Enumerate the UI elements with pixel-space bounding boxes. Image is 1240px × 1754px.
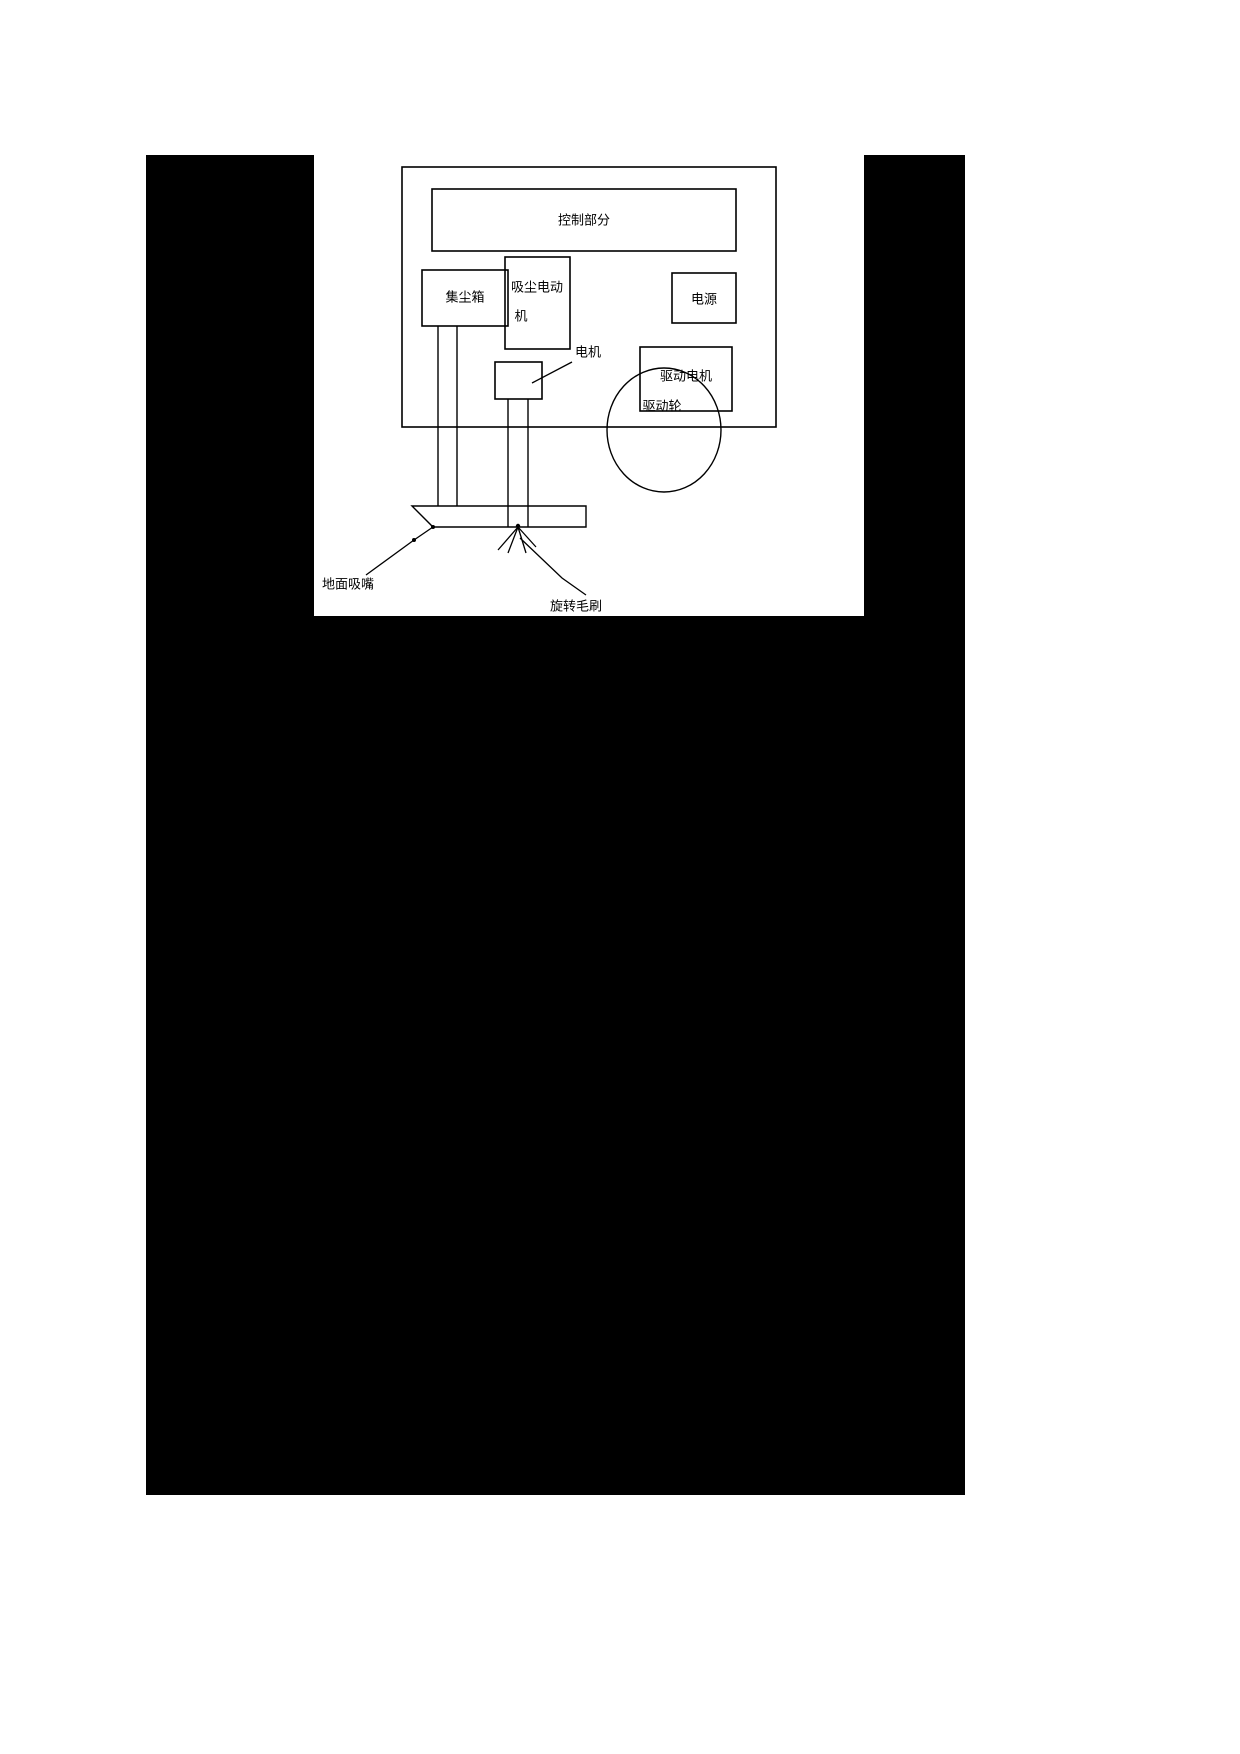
box-control-section-label: 控制部分 bbox=[558, 214, 610, 229]
box-small-motor bbox=[494, 361, 543, 400]
robot-vacuum-block-diagram: 控制部分 集尘箱 吸尘电动 机 电源 驱动电机 驱动轮 电机 bbox=[322, 166, 777, 615]
drive-wheel-label: 驱动轮 bbox=[642, 400, 681, 415]
box-vacuum-motor-label-line1: 吸尘电动 bbox=[511, 281, 563, 296]
drive-wheel-shape bbox=[606, 367, 722, 493]
box-vacuum-motor-label-line2: 机 bbox=[514, 310, 527, 325]
motor-callout-leader bbox=[531, 361, 573, 384]
box-power-supply-label: 电源 bbox=[691, 293, 717, 308]
box-dust-container-label: 集尘箱 bbox=[445, 290, 484, 306]
motor-callout-label: 电机 bbox=[575, 346, 601, 361]
rotating-brush-label: 旋转毛刷 bbox=[550, 600, 602, 615]
figure-panel: 控制部分 集尘箱 吸尘电动 机 电源 驱动电机 驱动轮 电机 bbox=[314, 155, 864, 616]
box-power-supply bbox=[671, 272, 737, 324]
box-vacuum-motor bbox=[504, 256, 571, 350]
floor-nozzle-shape bbox=[410, 505, 587, 528]
box-drive-motor bbox=[639, 346, 733, 412]
box-drive-motor-label: 驱动电机 bbox=[660, 370, 712, 385]
box-dust-container bbox=[421, 269, 509, 327]
floor-nozzle-leader bbox=[365, 526, 434, 576]
chassis-outline bbox=[401, 166, 777, 428]
box-control-section bbox=[431, 188, 737, 252]
rotating-brush-leader bbox=[519, 537, 587, 596]
floor-nozzle-label: 地面吸嘴 bbox=[322, 578, 374, 593]
